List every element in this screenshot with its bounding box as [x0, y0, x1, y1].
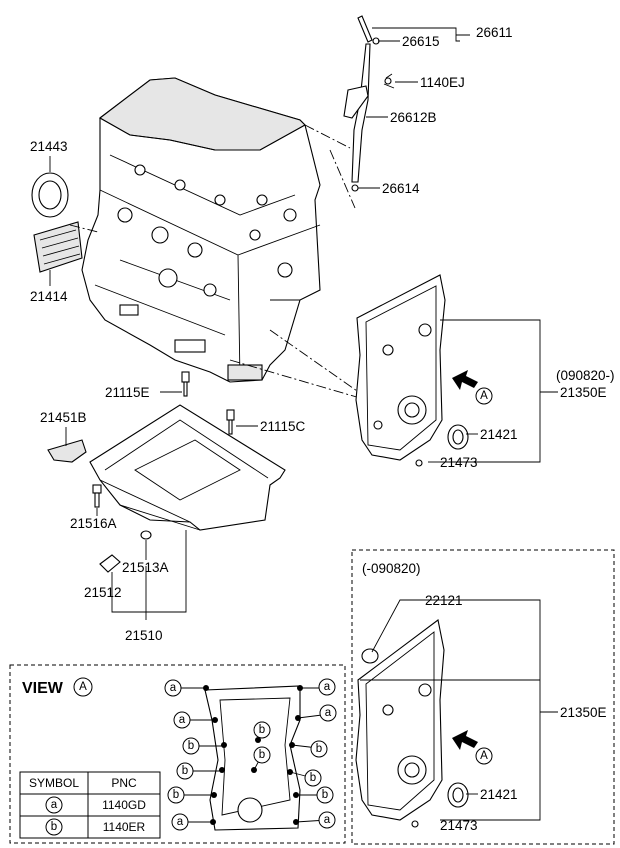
- label-26615: 26615: [402, 34, 440, 49]
- symbol-b: b: [182, 765, 188, 777]
- symbol-a: a: [324, 681, 331, 693]
- variant-box: [351, 549, 615, 845]
- label-1140ej: 1140EJ: [420, 75, 465, 90]
- label-21350e-upper: 21350E: [560, 385, 607, 400]
- label-21513a: 21513A: [122, 560, 169, 575]
- label-21421-lower: 21421: [480, 787, 518, 802]
- label-21115e: 21115E: [105, 385, 150, 400]
- symbol-pnc-table: SYMBOL PNC a 1140GD b 1140ER: [19, 771, 161, 839]
- oil-pan-bolt-21516a: [92, 484, 102, 508]
- drain-plug-gasket: [140, 530, 152, 540]
- alignment-line: [229, 359, 361, 399]
- symbol-b: b: [188, 740, 194, 752]
- dipstick-tube: [343, 43, 395, 192]
- symbol-b: b: [173, 789, 179, 801]
- label-26614: 26614: [382, 181, 420, 196]
- symbol-a: a: [177, 816, 184, 828]
- drain-plug: [99, 554, 121, 573]
- label-22121: 22121: [425, 593, 463, 608]
- table-row-symbol: b: [51, 821, 57, 833]
- symbol-a: a: [325, 707, 332, 719]
- symbol-b: b: [316, 743, 322, 755]
- symbol-a: a: [179, 714, 186, 726]
- label-21516a: 21516A: [70, 516, 117, 531]
- alignment-line: [304, 124, 351, 149]
- leader-lines: [49, 27, 558, 821]
- label-21451b: 21451B: [40, 410, 87, 425]
- view-marker-upper: A: [480, 390, 488, 402]
- bolt-21115c: [226, 409, 235, 435]
- timing-cover-upper: [355, 274, 469, 467]
- label-21473-upper: 21473: [440, 455, 478, 470]
- symbol-b: b: [322, 789, 328, 801]
- bolt-21115e: [181, 371, 190, 397]
- view-timing-cover: [204, 685, 301, 831]
- label-21414: 21414: [30, 289, 68, 304]
- label-21510: 21510: [125, 628, 163, 643]
- view-a-panel: VIEW A a a b b b a a a b b: [9, 664, 346, 844]
- part-labels: 26611 26615 1140EJ 26612B 26614 21443 21…: [30, 25, 615, 833]
- view-title: VIEW: [22, 680, 64, 697]
- timing-cover-lower: [355, 619, 469, 828]
- alignment-line: [269, 329, 371, 401]
- table-header-symbol: SYMBOL: [29, 776, 79, 790]
- rear-seal-retainer: [33, 221, 83, 273]
- symbol-b: b: [259, 724, 265, 736]
- label-21473-lower: 21473: [440, 818, 478, 833]
- oil-baffle: [47, 439, 87, 463]
- label-26612b: 26612B: [390, 110, 437, 125]
- view-arrow-lower: A: [452, 730, 493, 765]
- table-row-pnc: 1140ER: [103, 820, 146, 834]
- engine-block: [81, 77, 321, 383]
- symbol-b: b: [259, 749, 265, 761]
- table-header-pnc: PNC: [111, 776, 137, 790]
- symbol-b: b: [310, 772, 316, 784]
- oil-pan: [89, 404, 286, 531]
- alignment-line: [69, 224, 99, 233]
- symbol-a: a: [170, 682, 177, 694]
- view-marker-lower: A: [480, 750, 488, 762]
- table-row-pnc: 1140GD: [102, 798, 146, 812]
- label-version-old: (-090820): [362, 561, 421, 576]
- table-row-symbol: a: [51, 799, 58, 811]
- label-21443: 21443: [30, 139, 68, 154]
- view-title-marker: A: [79, 681, 87, 693]
- label-21350e-lower: 21350E: [560, 705, 607, 720]
- symbol-a: a: [324, 814, 331, 826]
- rear-oil-seal: [31, 172, 69, 218]
- label-version-new: (090820-): [556, 368, 615, 383]
- alignment-line: [329, 149, 356, 209]
- view-arrow-upper: A: [452, 370, 493, 405]
- label-26611: 26611: [476, 25, 513, 40]
- label-21512: 21512: [84, 585, 122, 600]
- label-21421-upper: 21421: [480, 427, 518, 442]
- label-21115c: 21115C: [260, 419, 306, 434]
- oil-dipstick: [357, 15, 380, 45]
